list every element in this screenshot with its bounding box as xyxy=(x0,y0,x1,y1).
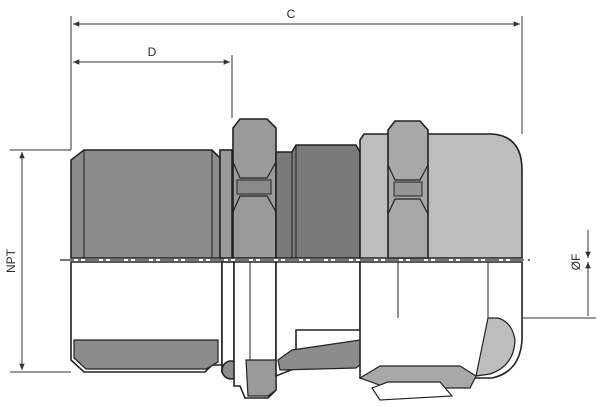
gland-body xyxy=(275,144,361,259)
dimension-lines xyxy=(10,16,596,373)
dim-f-label: ØF xyxy=(569,254,583,271)
dome-cap xyxy=(359,133,523,259)
dim-c-label: C xyxy=(287,7,296,21)
neck xyxy=(219,149,233,259)
gland-exterior-view xyxy=(70,118,523,259)
gland-section-view xyxy=(70,261,523,401)
npt-thread-body xyxy=(70,149,223,259)
dim-npt-label: NPT xyxy=(4,248,18,273)
dim-d-label: D xyxy=(148,45,157,59)
